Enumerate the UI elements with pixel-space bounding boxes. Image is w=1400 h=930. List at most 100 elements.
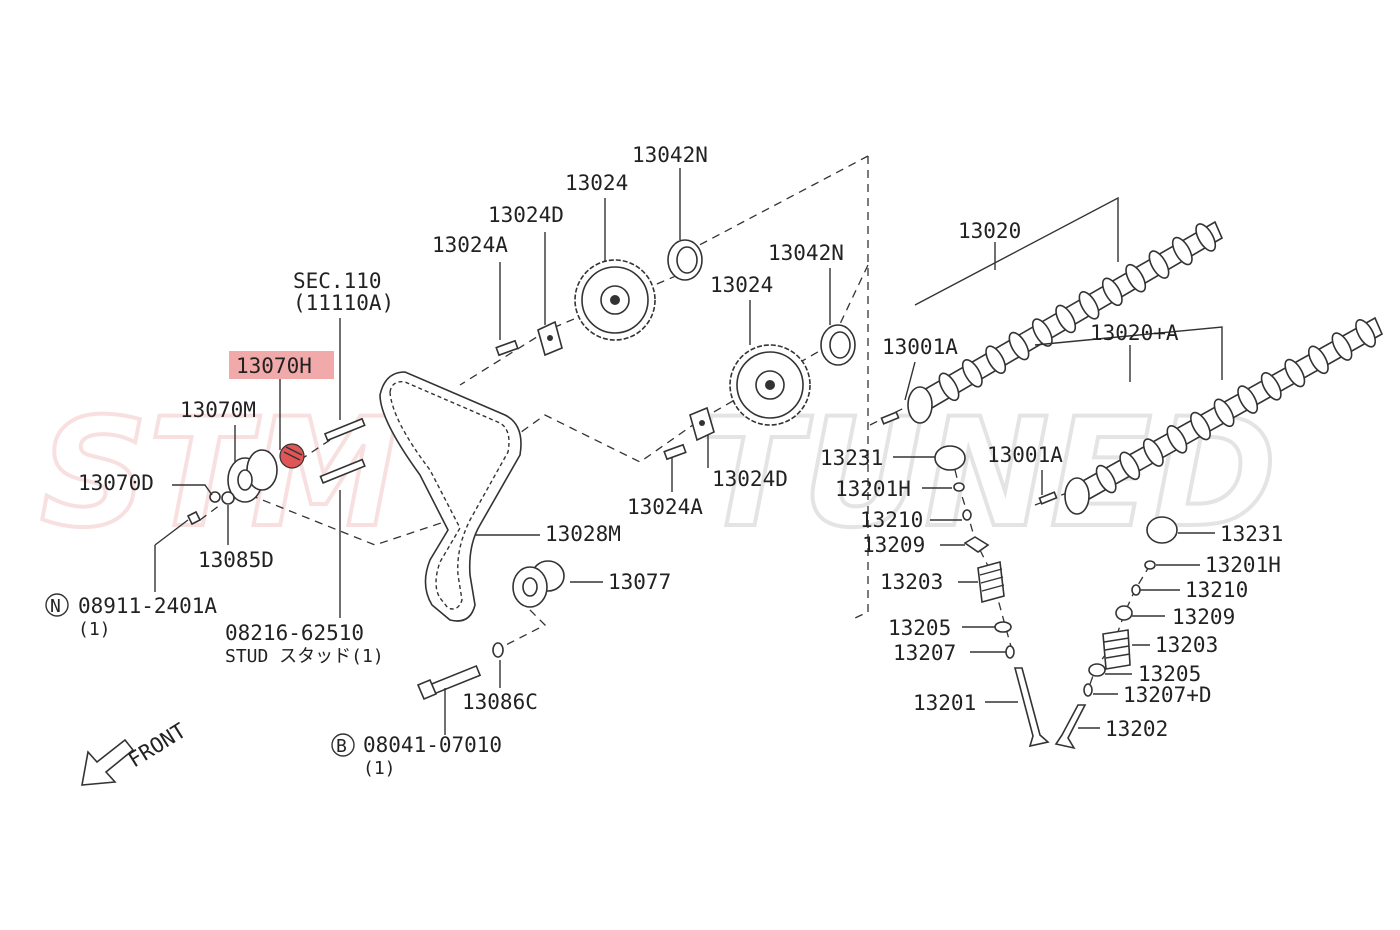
cam-lobe bbox=[1260, 372, 1282, 401]
cam-lobe bbox=[1213, 398, 1235, 428]
label-13042N-lower[interactable]: 13042N bbox=[768, 241, 844, 265]
camshaft-13020 bbox=[907, 220, 1224, 424]
cam-lobe bbox=[1142, 438, 1164, 467]
cam-sprocket-13024-upper bbox=[574, 259, 656, 341]
leader-lines bbox=[154, 168, 1223, 735]
label-13024A-upper[interactable]: 13024A bbox=[432, 233, 508, 257]
plate-13024D-upper bbox=[537, 320, 563, 357]
tensioner-spring-13070H bbox=[279, 443, 305, 469]
cam-lobe bbox=[1078, 291, 1100, 320]
label-08911-qty: (1) bbox=[78, 619, 111, 640]
label-13210-b[interactable]: 13210 bbox=[1185, 578, 1248, 602]
cam-lobe bbox=[938, 372, 960, 402]
label-13042N-upper[interactable]: 13042N bbox=[632, 143, 708, 167]
label-13070M[interactable]: 13070M bbox=[180, 398, 256, 422]
label-13024D-lower[interactable]: 13024D bbox=[712, 467, 788, 491]
cam-lobe bbox=[1166, 425, 1188, 454]
label-13201H-a[interactable]: 13201H bbox=[835, 477, 911, 501]
label-13020A[interactable]: 13020+A bbox=[1090, 321, 1179, 345]
cam-lobe bbox=[1237, 385, 1259, 414]
dash-frame bbox=[854, 156, 869, 619]
idler-pulley-13077 bbox=[512, 560, 565, 608]
dash-tensioner bbox=[199, 439, 331, 521]
label-13024D-upper[interactable]: 13024D bbox=[488, 203, 564, 227]
washer-13086C bbox=[492, 642, 504, 658]
cam-lobe bbox=[1008, 331, 1030, 361]
label-13024-upper[interactable]: 13024 bbox=[565, 171, 628, 195]
cam-lobe bbox=[1355, 319, 1377, 348]
cam-lobe bbox=[1095, 464, 1117, 494]
label-13210-a[interactable]: 13210 bbox=[860, 508, 923, 532]
label-front: FRONT bbox=[124, 718, 191, 772]
label-sec110-sub: (11110A) bbox=[293, 291, 394, 315]
label-13207-a[interactable]: 13207 bbox=[893, 641, 956, 665]
label-13201[interactable]: 13201 bbox=[913, 691, 976, 715]
label-08041-qty: (1) bbox=[363, 758, 396, 779]
cam-lobe bbox=[1190, 411, 1211, 441]
label-13209-b[interactable]: 13209 bbox=[1172, 605, 1235, 629]
svg-text:N: N bbox=[50, 596, 61, 617]
marker-n-icon: N bbox=[45, 593, 69, 617]
cam-sprocket-13024-lower bbox=[729, 344, 811, 426]
label-13077[interactable]: 13077 bbox=[608, 570, 671, 594]
tensioner-pulley-13070M bbox=[227, 449, 278, 503]
label-13203-b[interactable]: 13203 bbox=[1155, 633, 1218, 657]
plate-13024D-lower bbox=[689, 406, 715, 442]
label-13001A-upper[interactable]: 13001A bbox=[882, 335, 958, 359]
cam-lobe bbox=[1195, 223, 1217, 252]
highlight-box bbox=[229, 351, 334, 379]
label-13001A-lower[interactable]: 13001A bbox=[987, 443, 1063, 467]
label-08041[interactable]: 08041-07010 bbox=[363, 733, 502, 757]
label-13028M[interactable]: 13028M bbox=[545, 522, 621, 546]
label-13205-b[interactable]: 13205 bbox=[1138, 662, 1201, 686]
cam-lobe bbox=[1284, 358, 1306, 388]
label-13070H[interactable]: 13070H bbox=[236, 354, 312, 378]
label-13203-a[interactable]: 13203 bbox=[880, 570, 943, 594]
dash-key-a bbox=[869, 404, 911, 426]
label-13024A-lower[interactable]: 13024A bbox=[627, 495, 703, 519]
cam-lobe bbox=[985, 345, 1007, 374]
label-08911[interactable]: 08911-2401A bbox=[78, 594, 217, 618]
label-13070D[interactable]: 13070D bbox=[78, 471, 154, 495]
front-arrow-icon bbox=[81, 738, 135, 786]
dash-lower bbox=[249, 494, 451, 546]
cam-lobe bbox=[1171, 236, 1193, 266]
label-13205-a[interactable]: 13205 bbox=[888, 616, 951, 640]
nut-08911 bbox=[186, 510, 202, 526]
cam-lobe bbox=[1119, 451, 1141, 481]
label-13020[interactable]: 13020 bbox=[958, 219, 1021, 243]
cam-lobe bbox=[1031, 318, 1053, 347]
label-13231-b[interactable]: 13231 bbox=[1220, 522, 1283, 546]
stud-08216 bbox=[319, 458, 366, 484]
label-13085D[interactable]: 13085D bbox=[198, 548, 274, 572]
label-13209-a[interactable]: 13209 bbox=[862, 533, 925, 557]
label-13024-lower[interactable]: 13024 bbox=[710, 273, 773, 297]
label-08216-sub: STUD スタッド(1) bbox=[225, 646, 384, 667]
marker-b-icon: B bbox=[331, 733, 355, 757]
label-13201H-b[interactable]: 13201H bbox=[1205, 553, 1281, 577]
washer-13085D bbox=[221, 491, 235, 505]
camshaft-13020A bbox=[1064, 316, 1384, 515]
bolt-13024A-upper bbox=[495, 339, 519, 357]
valve-train-b bbox=[1054, 516, 1178, 750]
label-13086C[interactable]: 13086C bbox=[462, 690, 538, 714]
cam-lobe bbox=[1307, 345, 1329, 375]
cam-lobe bbox=[1101, 277, 1123, 307]
key-13001A-lower bbox=[1038, 491, 1058, 505]
label-13231-a[interactable]: 13231 bbox=[820, 446, 883, 470]
dash-upper bbox=[459, 155, 869, 386]
oil-seal-13042N-lower bbox=[820, 324, 856, 366]
label-sec110[interactable]: SEC.110 bbox=[293, 269, 382, 293]
cam-lobe bbox=[961, 359, 983, 388]
cam-lobe bbox=[1055, 304, 1077, 334]
stud-sec110 bbox=[323, 417, 366, 442]
label-08216[interactable]: 08216-62510 bbox=[225, 621, 364, 645]
label-13207D[interactable]: 13207+D bbox=[1123, 683, 1212, 707]
key-13001A-upper bbox=[880, 411, 900, 425]
label-13202[interactable]: 13202 bbox=[1105, 717, 1168, 741]
dash-idler bbox=[499, 599, 547, 649]
timing-belt-13028M bbox=[379, 371, 522, 622]
bolt-08041 bbox=[416, 664, 482, 701]
cam-lobe bbox=[1331, 332, 1353, 361]
